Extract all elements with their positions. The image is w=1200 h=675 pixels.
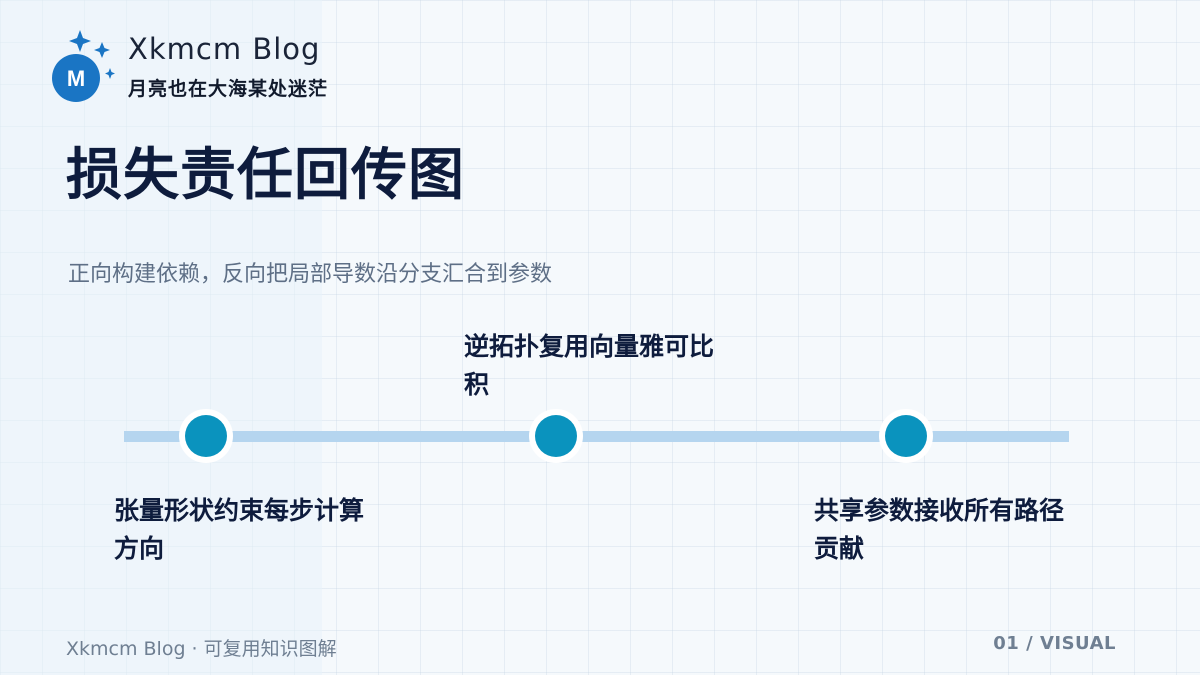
brand-logo-icon: M bbox=[52, 30, 115, 102]
logo-letter: M bbox=[67, 66, 85, 91]
timeline-line bbox=[124, 431, 1069, 442]
page-indicator: 01 / VISUAL bbox=[993, 633, 1116, 654]
left-panel bbox=[0, 0, 322, 675]
footer-caption: Xkmcm Blog · 可复用知识图解 bbox=[66, 638, 337, 660]
page-title: 损失责任回传图 bbox=[66, 143, 465, 208]
timeline-node-1 bbox=[179, 409, 233, 463]
subtitle: 正向构建依赖，反向把局部导数沿分支汇合到参数 bbox=[68, 262, 553, 287]
timeline-node-1-label: 张量形状约束每步计算方向 bbox=[114, 496, 365, 563]
timeline-node-2 bbox=[529, 409, 583, 463]
timeline-node-2-label: 逆拓扑复用向量雅可比积 bbox=[464, 332, 715, 399]
brand-tagline: 月亮也在大海某处迷茫 bbox=[128, 78, 329, 100]
timeline-node-3-label: 共享参数接收所有路径贡献 bbox=[814, 496, 1065, 563]
brand-name: Xkmcm Blog bbox=[128, 32, 321, 66]
timeline-node-3 bbox=[879, 409, 933, 463]
